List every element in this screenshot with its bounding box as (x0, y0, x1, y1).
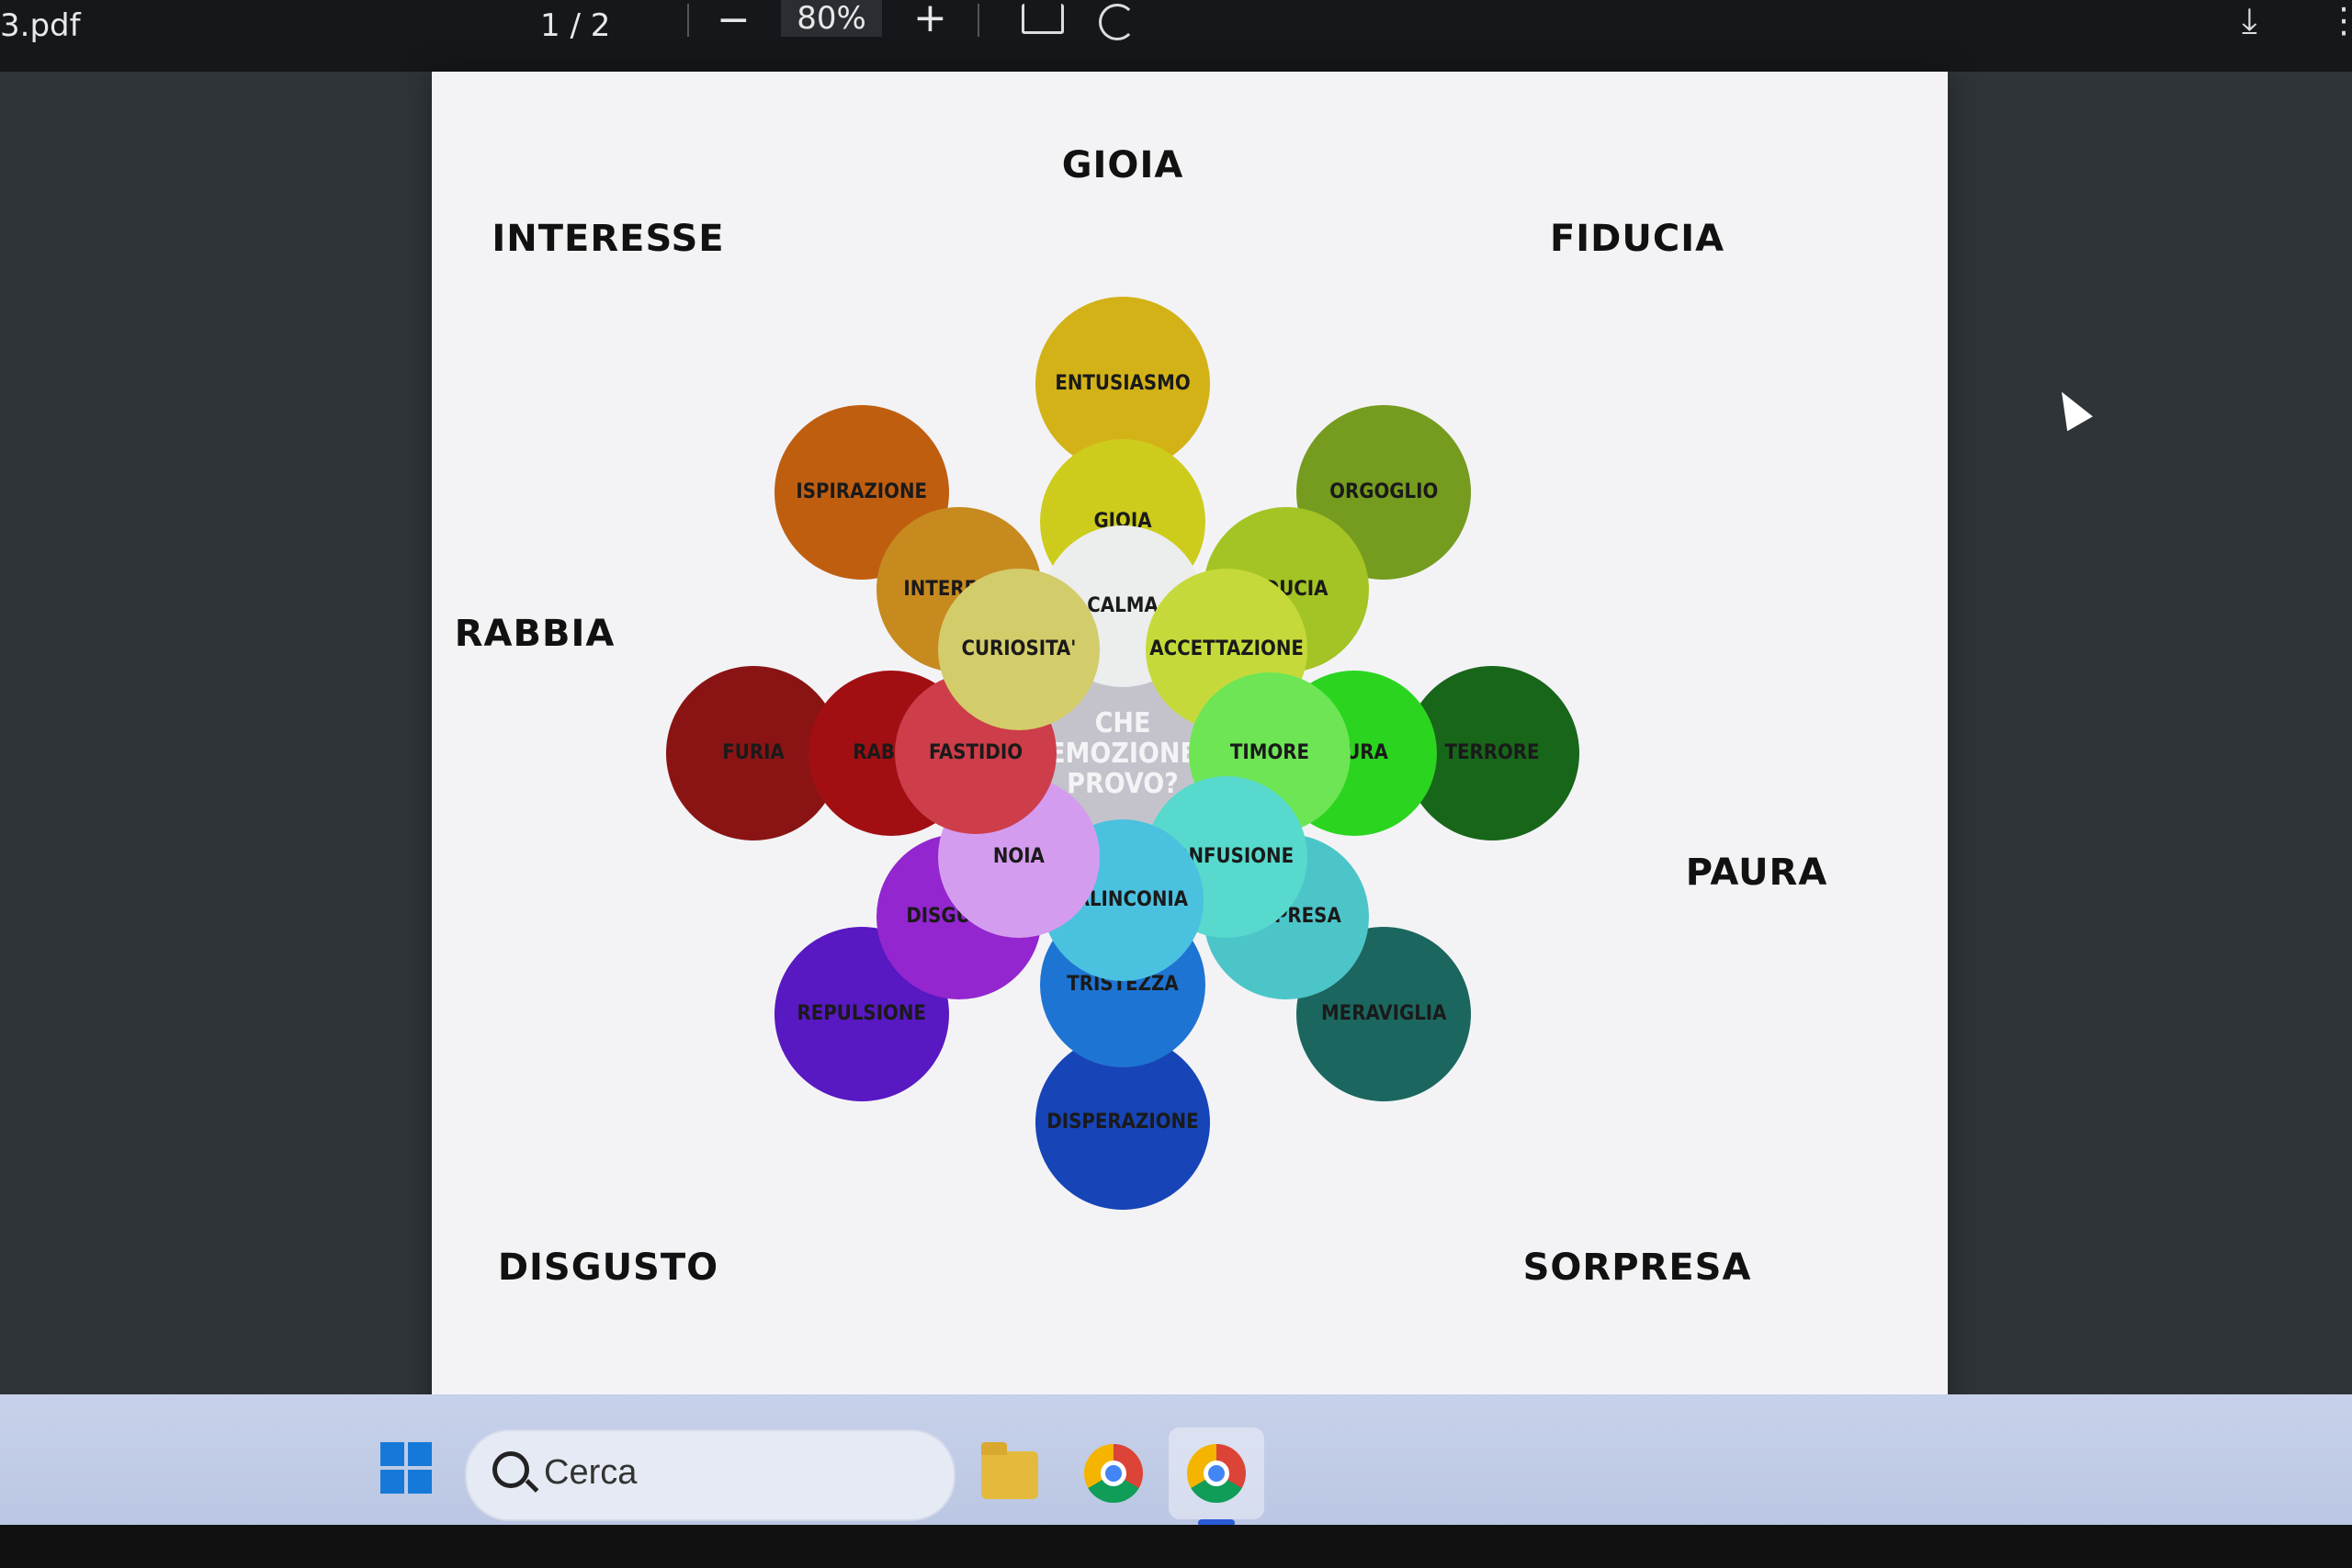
wheel-center-text: EMOZIONE (1048, 737, 1197, 770)
group-label-gioia: GIOIA (1061, 144, 1184, 186)
more-options-icon[interactable]: ⋮ (2326, 0, 2352, 40)
taskbar-search-box[interactable]: Cerca (465, 1429, 956, 1521)
fit-page-icon[interactable] (1022, 4, 1064, 34)
page-indicator[interactable]: 1 / 2 (540, 7, 610, 44)
zoom-out-button[interactable]: − (717, 0, 751, 43)
toolbar-divider (687, 4, 689, 37)
file-name: 3.pdf (0, 7, 81, 44)
search-placeholder: Cerca (544, 1453, 638, 1492)
download-icon[interactable]: ⤓ (2242, 0, 2257, 40)
wheel-center-text: PROVO? (1067, 767, 1179, 800)
file-explorer-icon[interactable] (981, 1442, 1038, 1499)
emotion-circle-curiosita: CURIOSITA' (937, 568, 1100, 730)
page-separator: / (570, 7, 581, 44)
zoom-in-button[interactable]: + (913, 0, 947, 41)
group-label-rabbia: RABBIA (454, 613, 616, 655)
chrome-icon[interactable] (1084, 1444, 1143, 1503)
pdf-toolbar: 3.pdf 1 / 2 − 80% + ⤓ ⋮ (0, 0, 2352, 72)
emotion-circle-disperazione: DISPERAZIONE (1035, 1035, 1210, 1210)
group-label-interesse: INTERESSE (492, 218, 725, 260)
toolbar-divider (978, 4, 979, 37)
zoom-level-input[interactable]: 80% (781, 0, 882, 37)
active-app-indicator (1198, 1519, 1235, 1527)
page-current[interactable]: 1 (540, 7, 560, 44)
windows-start-icon[interactable] (380, 1442, 434, 1495)
chrome-profile-icon[interactable] (1187, 1444, 1246, 1503)
page-total: 2 (590, 7, 611, 44)
group-label-paura: PAURA (1685, 852, 1828, 894)
wheel-center-text: CHE (1094, 706, 1151, 739)
mouse-cursor-icon (2049, 384, 2093, 432)
group-label-disgusto: DISGUSTO (497, 1247, 719, 1289)
group-label-fiducia: FIDUCIA (1549, 218, 1725, 260)
monitor-bezel (0, 1525, 2352, 1568)
search-icon (492, 1451, 529, 1488)
rotate-icon[interactable] (1099, 4, 1136, 40)
group-label-sorpresa: SORPRESA (1522, 1247, 1752, 1289)
